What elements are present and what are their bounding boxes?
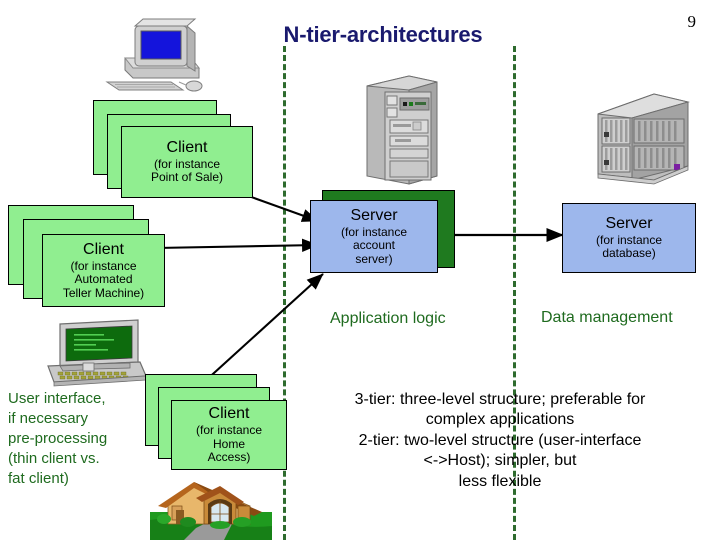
client-pos-subtitle: (for instance Point of Sale) [150, 157, 224, 185]
client-home-subtitle: (for instance Home Access) [195, 423, 263, 465]
client-atm-title: Client [83, 240, 124, 258]
server-account-title: Server [350, 206, 398, 224]
server-database-box[interactable]: Server (for instance database) [562, 203, 696, 273]
house-icon [150, 482, 272, 540]
tower-server-icon [366, 75, 438, 185]
tier-explanation-note: 3-tier: three-level structure; preferabl… [354, 391, 646, 490]
caption-application-logic: Application logic [330, 310, 446, 327]
client-home-access-box[interactable]: Client (for instance Home Access) [145, 374, 305, 474]
tier-divider-right [513, 46, 516, 540]
stack-sheet-front: Server (for instance account server) [310, 200, 438, 273]
stack-sheet-front: Client (for instance Point of Sale) [121, 126, 253, 198]
rack-database-icon [597, 93, 690, 185]
client-atm-subtitle: (for instance Automated Teller Machine) [62, 258, 145, 300]
laptop-icon [47, 319, 147, 387]
client-point-of-sale-box[interactable]: Client (for instance Point of Sale) [93, 100, 253, 200]
server-account-box[interactable]: Server (for instance account server) [310, 190, 455, 275]
caption-data-management: Data management [541, 309, 673, 326]
client-pos-title: Client [166, 139, 208, 157]
stack-sheet-front: Server (for instance database) [562, 203, 696, 273]
server-database-title: Server [605, 215, 653, 233]
page-number: 9 [687, 12, 697, 31]
server-database-subtitle: (for instance database) [595, 233, 663, 261]
caption-user-interface: User interface, if necessary pre-process… [8, 390, 108, 487]
server-account-subtitle: (for instance account server) [340, 224, 408, 266]
page-title: N-tier-architectures [283, 22, 483, 47]
client-atm-box[interactable]: Client (for instance Automated Teller Ma… [8, 205, 168, 310]
desktop-computer-icon [103, 18, 207, 99]
client-home-title: Client [208, 405, 250, 423]
stack-sheet-front: Client (for instance Home Access) [171, 400, 287, 470]
stack-sheet-front: Client (for instance Automated Teller Ma… [42, 234, 165, 307]
